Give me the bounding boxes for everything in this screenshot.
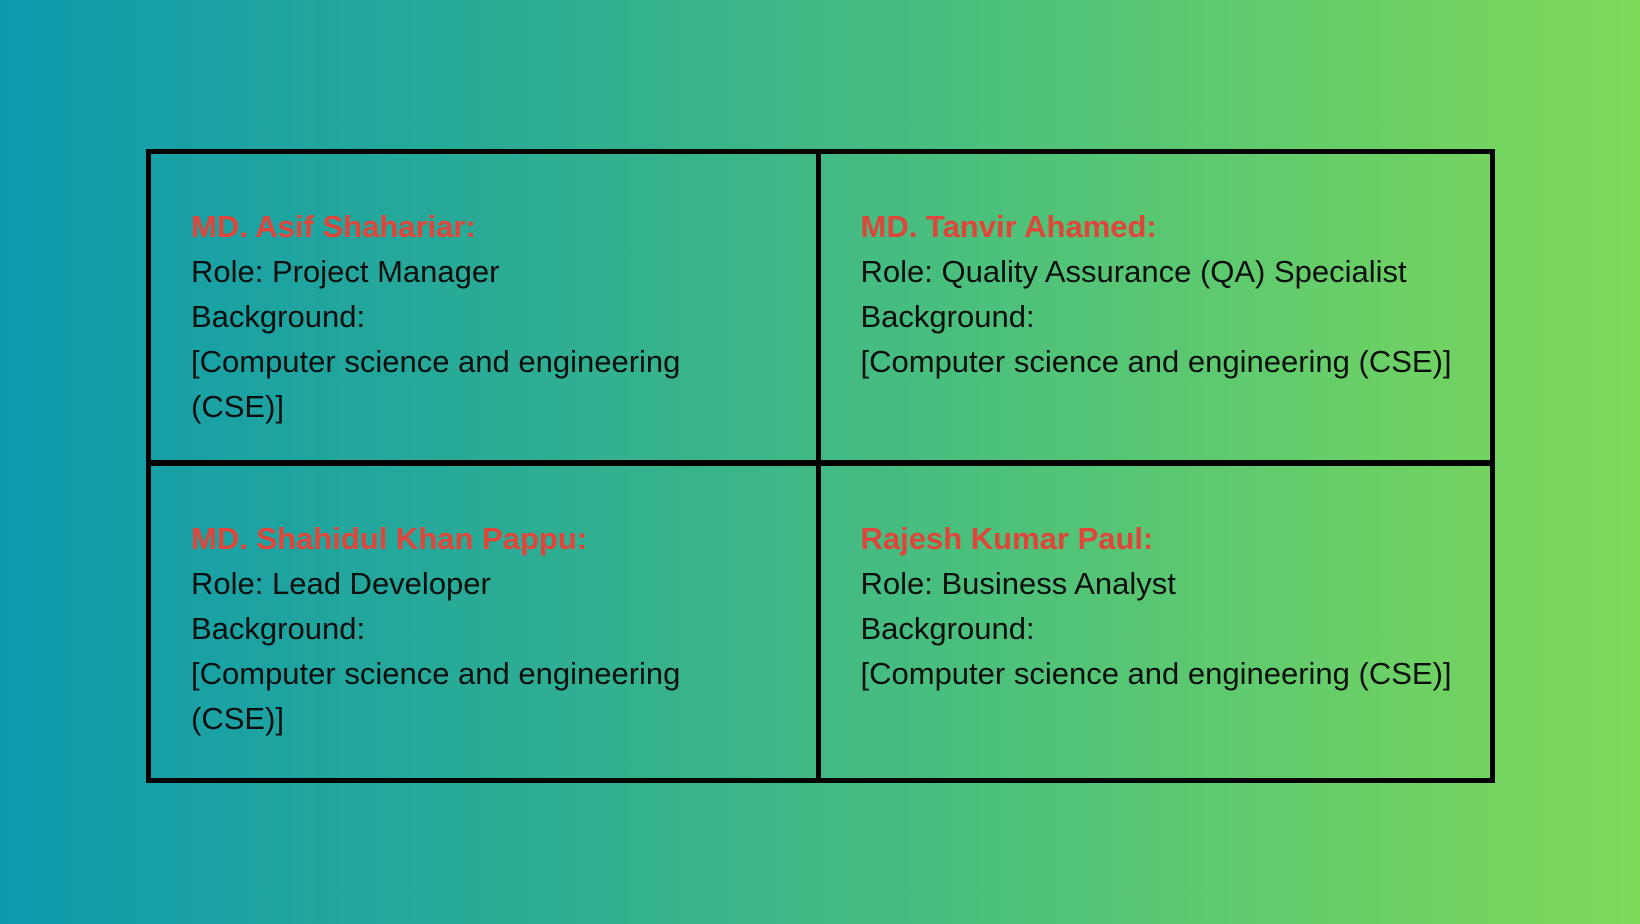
member-background-value: [Computer science and engineering (CSE)] [191, 656, 681, 736]
member-role: Role: Project Manager [191, 254, 500, 289]
member-background-value: [Computer science and engineering (CSE)] [191, 344, 681, 424]
member-card-tanvir: MD. Tanvir Ahamed: Role: Quality Assuran… [820, 154, 1490, 466]
member-background-value: [Computer science and engineering (CSE)] [860, 656, 1452, 691]
member-name: MD. Asif Shahariar: [191, 209, 476, 244]
member-background-label: Background: [191, 299, 366, 334]
member-role: Role: Lead Developer [191, 566, 491, 601]
member-role: Role: Business Analyst [860, 566, 1176, 601]
member-background-label: Background: [860, 299, 1035, 334]
member-card-asif: MD. Asif Shahariar: Role: Project Manage… [151, 154, 821, 466]
member-card-shahidul: MD. Shahidul Khan Pappu: Role: Lead Deve… [151, 466, 821, 778]
member-background-label: Background: [860, 611, 1035, 646]
member-card-rajesh: Rajesh Kumar Paul: Role: Business Analys… [821, 466, 1491, 778]
member-background-label: Background: [191, 611, 366, 646]
team-members-table: MD. Asif Shahariar: Role: Project Manage… [146, 149, 1495, 783]
member-name: MD. Shahidul Khan Pappu: [191, 521, 588, 556]
member-background-value: [Computer science and engineering (CSE)] [860, 344, 1452, 379]
member-name: MD. Tanvir Ahamed: [860, 209, 1157, 244]
member-name: Rajesh Kumar Paul: [860, 521, 1154, 556]
member-role: Role: Quality Assurance (QA) Specialist [860, 254, 1407, 289]
